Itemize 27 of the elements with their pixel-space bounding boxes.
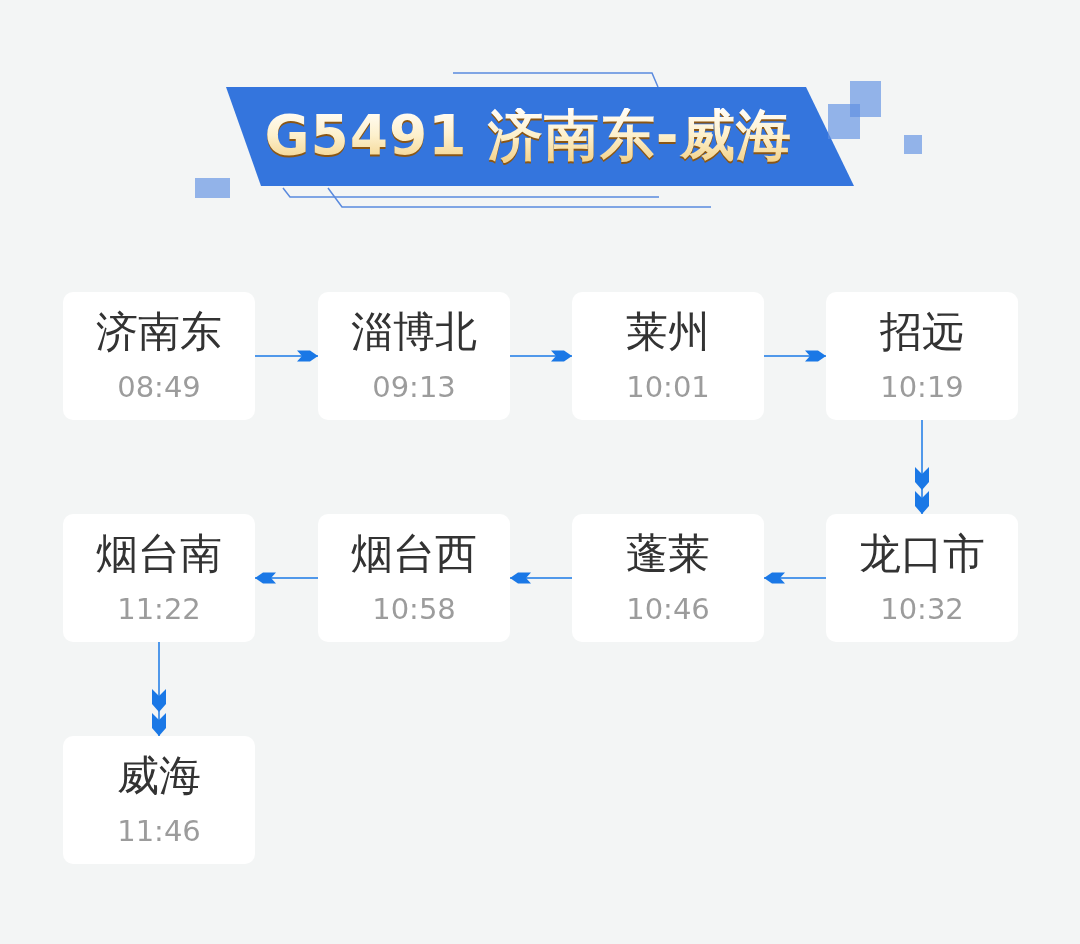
arrival-time: 09:13 <box>372 373 456 402</box>
station-name: 淄博北 <box>351 311 477 353</box>
station-name: 济南东 <box>96 311 222 353</box>
station-box <box>63 736 255 864</box>
station-name: 威海 <box>117 755 201 797</box>
station-box <box>572 292 764 420</box>
station-name: 烟台西 <box>351 533 477 575</box>
station-box <box>318 292 510 420</box>
station-box <box>826 292 1018 420</box>
station-name: 龙口市 <box>859 533 985 575</box>
station-name: 莱州 <box>626 311 710 353</box>
arrival-time: 10:46 <box>626 595 710 624</box>
station-name: 蓬莱 <box>626 533 710 575</box>
station-box <box>318 514 510 642</box>
arrival-time: 08:49 <box>117 373 201 402</box>
arrival-time: 10:19 <box>880 373 964 402</box>
arrival-time: 11:46 <box>117 817 201 846</box>
arrival-time: 10:32 <box>880 595 964 624</box>
arrival-time: 11:22 <box>117 595 201 624</box>
station-name: 烟台南 <box>96 533 222 575</box>
arrival-time: 10:01 <box>626 373 710 402</box>
station-name: 招远 <box>880 311 964 353</box>
arrival-time: 10:58 <box>372 595 456 624</box>
station-box <box>63 514 255 642</box>
station-box <box>826 514 1018 642</box>
station-box <box>572 514 764 642</box>
station-box <box>63 292 255 420</box>
